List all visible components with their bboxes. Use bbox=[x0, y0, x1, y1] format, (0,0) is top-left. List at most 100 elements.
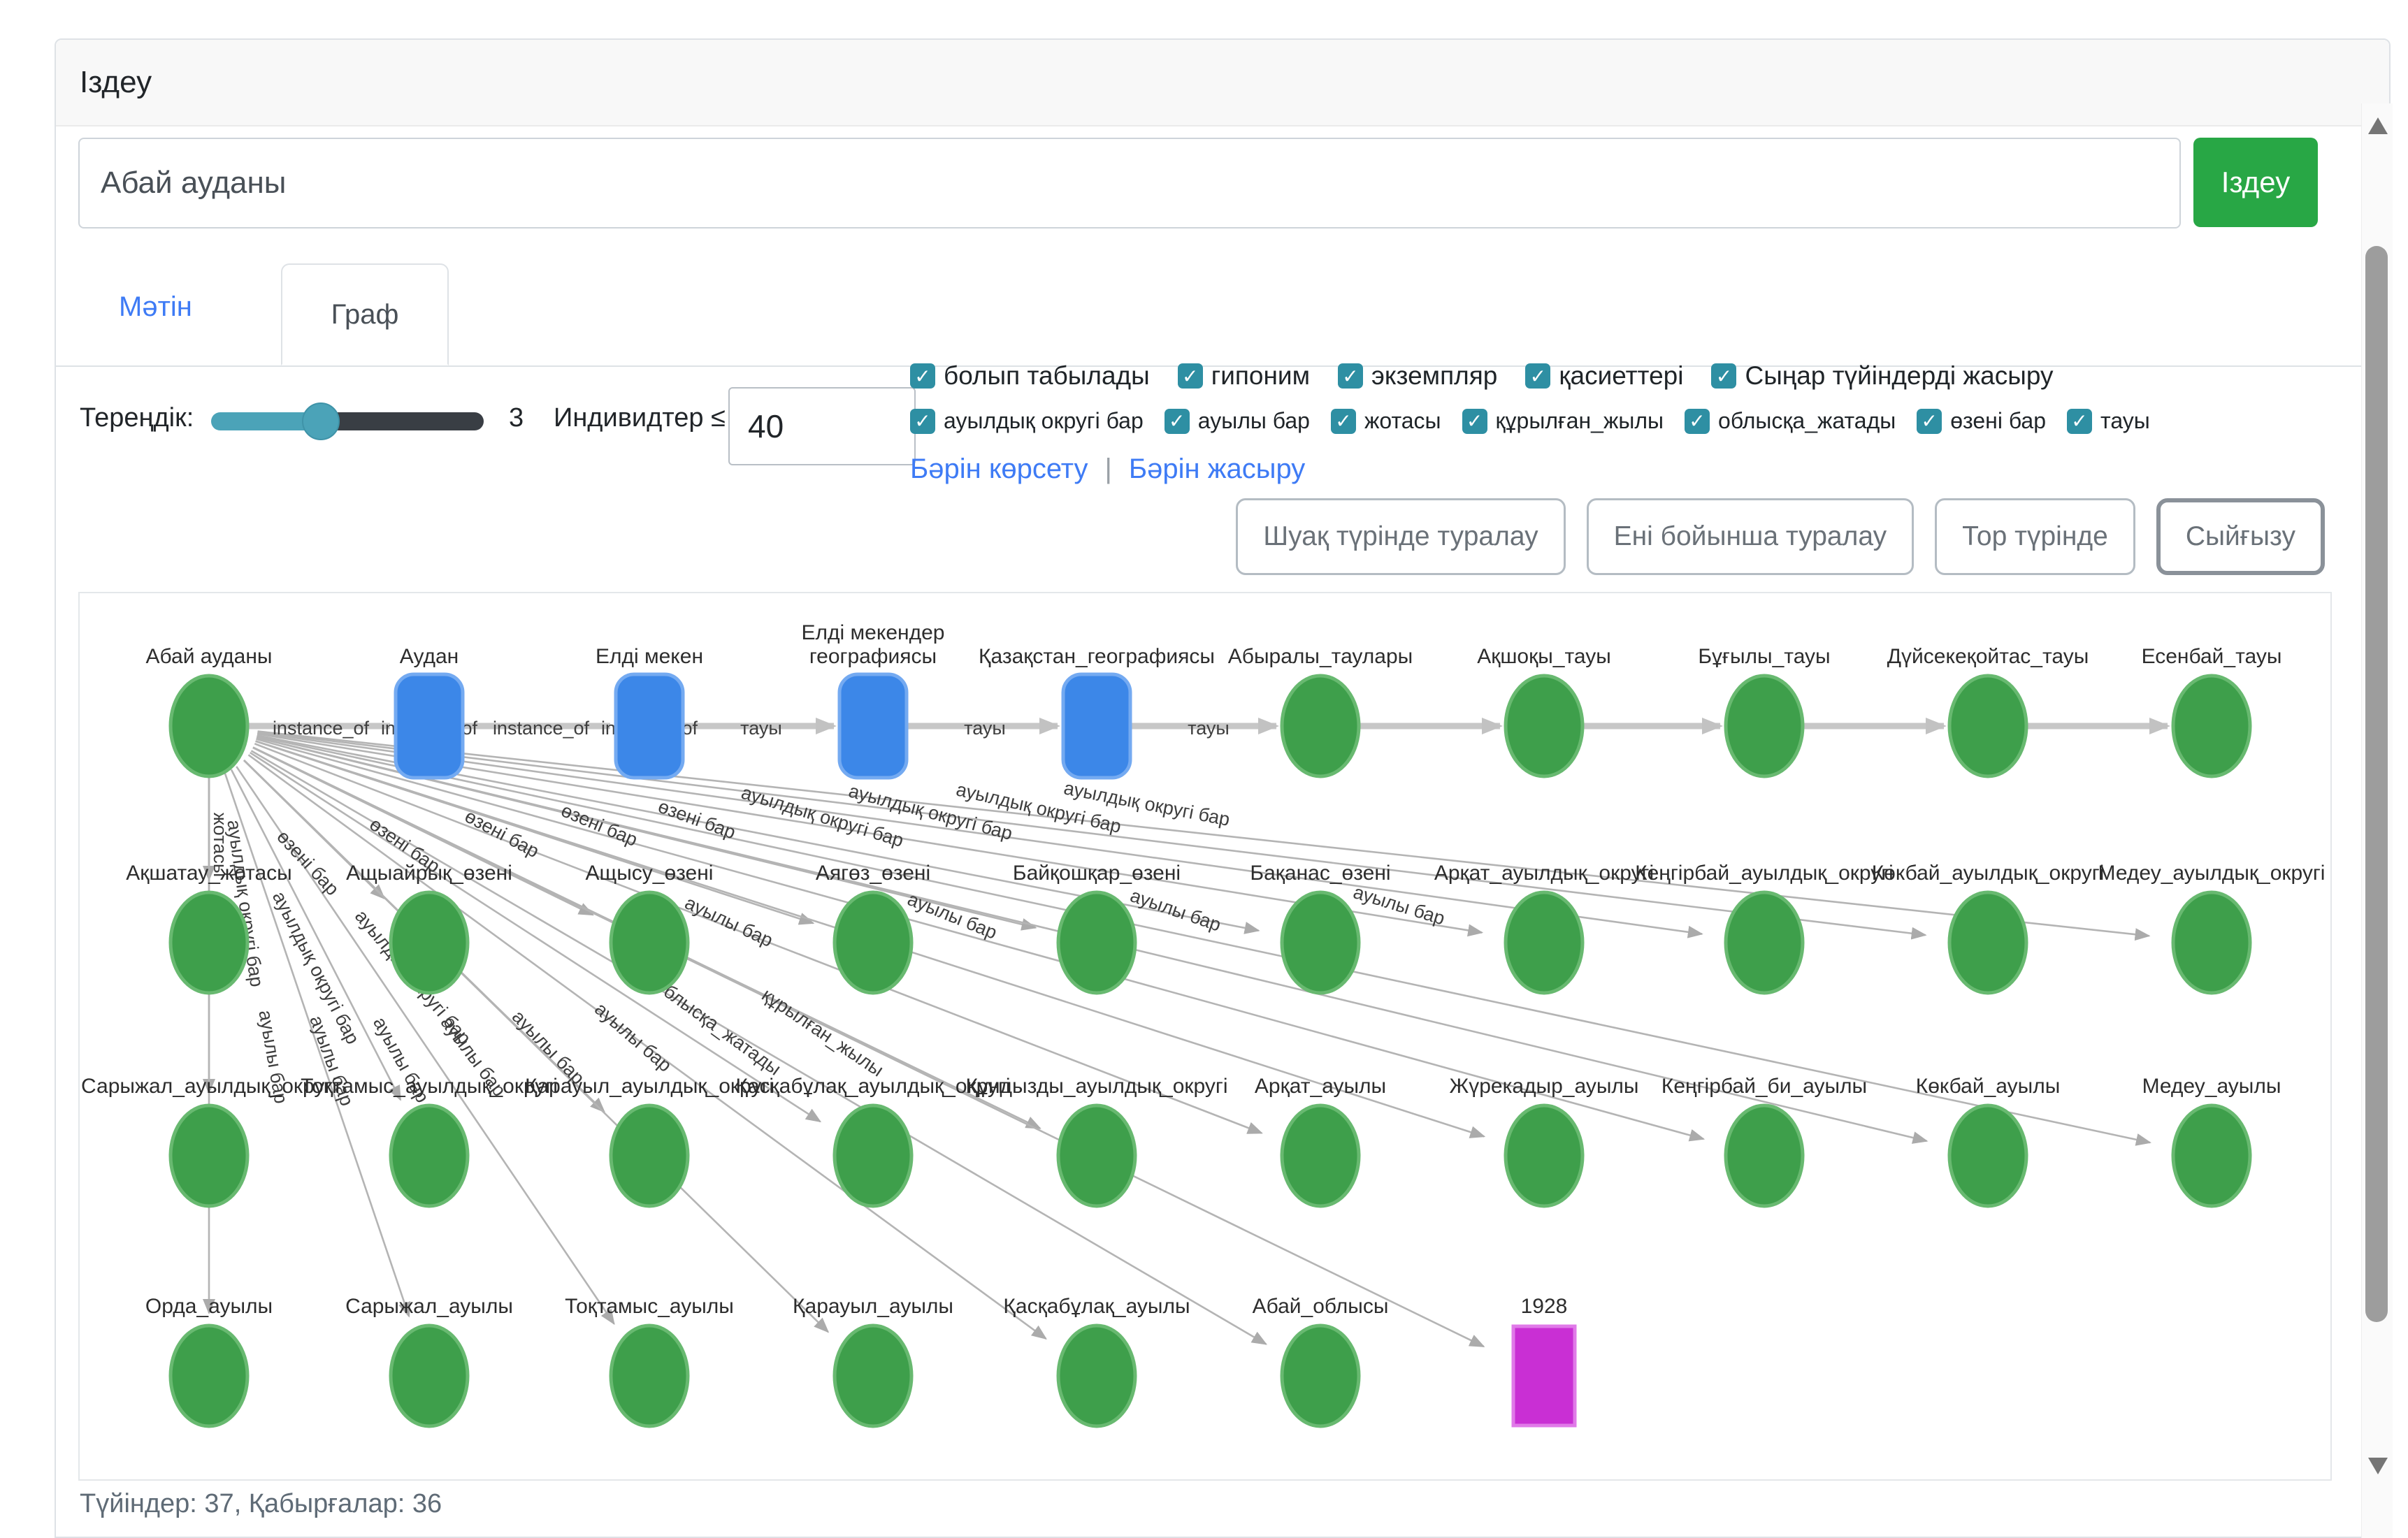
graph-node[interactable]: Қарауыл_ауылы bbox=[793, 1295, 953, 1428]
scrollbar-thumb[interactable] bbox=[2365, 246, 2388, 1322]
checkbox-checked-icon[interactable]: ✓ bbox=[1685, 408, 1710, 434]
graph-node[interactable]: Есенбай_тауы bbox=[2142, 645, 2282, 778]
edge-label: instance_of bbox=[493, 718, 590, 739]
search-button[interactable]: Іздеу bbox=[2193, 138, 2318, 227]
filter-checkbox[interactable]: ✓ гипоним bbox=[1177, 361, 1311, 391]
graph-node[interactable]: Бұғылы_тауы bbox=[1698, 645, 1831, 778]
scrollbar-up-arrow[interactable] bbox=[2368, 117, 2388, 134]
node-label: Ақшоқы_тауы bbox=[1477, 645, 1611, 668]
filter-checkbox[interactable]: ✓ құрылған_жылы bbox=[1462, 408, 1664, 434]
filter-checkbox[interactable]: ✓ жотасы bbox=[1330, 408, 1441, 434]
graph-node[interactable]: Кеңгірбай_ауылдық_округі bbox=[1635, 862, 1894, 995]
layout-button[interactable]: Сыйғызу bbox=[2156, 498, 2325, 575]
edge-label: ауылы бар bbox=[682, 892, 776, 951]
graph-node[interactable]: Арқат_ауылдық_округі bbox=[1434, 862, 1654, 995]
layout-button[interactable]: Ені бойынша туралау bbox=[1586, 498, 1915, 575]
node-label: Сарыжал_ауылы bbox=[345, 1295, 513, 1318]
graph-node[interactable]: Ащыайрық_өзені bbox=[346, 862, 512, 995]
filter-checkbox[interactable]: ✓тауы bbox=[2067, 408, 2150, 434]
graph-node[interactable]: Орда_ауылы bbox=[145, 1295, 273, 1428]
node-label: Абыралы_таулары bbox=[1228, 645, 1413, 668]
checkbox-checked-icon[interactable]: ✓ bbox=[1177, 363, 1203, 389]
node-label: Қасқабұлақ_ауылдық_округі bbox=[735, 1075, 1010, 1098]
filter-checkbox[interactable]: ✓ауылы бар bbox=[1164, 408, 1310, 434]
filter-checkbox-label: қасиеттері bbox=[1559, 361, 1684, 390]
hide-all-link[interactable]: Бәрін жасыру bbox=[1128, 454, 1306, 484]
graph-node[interactable]: Медеу_ауылы bbox=[2142, 1075, 2281, 1208]
graph-node[interactable]: Ақшатау_жотасы bbox=[126, 862, 292, 995]
filter-checkbox[interactable]: ✓экземпляр bbox=[1338, 361, 1497, 391]
graph-node[interactable]: Тоқтамыс_ауылдық_округі bbox=[301, 1075, 558, 1208]
filter-checkbox[interactable]: ✓өзені бар bbox=[1917, 408, 2046, 434]
graph-node[interactable]: Бақанас_өзені bbox=[1250, 862, 1391, 995]
filter-checkbox[interactable]: ✓ауылдық округі бар bbox=[910, 408, 1144, 434]
graph-node[interactable]: Медеу_ауылдық_округі bbox=[2098, 862, 2326, 995]
filter-checkbox-label: облысқа_жатады bbox=[1718, 408, 1896, 433]
checkbox-checked-icon[interactable]: ✓ bbox=[1917, 408, 1942, 434]
filter-checkbox-label: гипоним bbox=[1211, 361, 1311, 390]
checkbox-checked-icon[interactable]: ✓ bbox=[1338, 363, 1364, 389]
graph-node[interactable]: Қасқабұлақ_ауылдық_округі bbox=[735, 1075, 1011, 1208]
filter-checkbox-label: Сыңар түйіндерді жасыру bbox=[1745, 361, 2054, 390]
checkbox-checked-icon[interactable]: ✓ bbox=[2067, 408, 2093, 434]
graph-node[interactable]: Құндызды_ауылдық_округі bbox=[965, 1075, 1228, 1208]
graph-node[interactable]: Аудан bbox=[394, 645, 465, 780]
checkbox-checked-icon[interactable]: ✓ bbox=[1711, 363, 1737, 389]
graph-node[interactable]: Абай_облысы bbox=[1253, 1295, 1389, 1428]
graph-node[interactable]: Аягөз_өзені bbox=[816, 862, 930, 995]
checkbox-checked-icon[interactable]: ✓ bbox=[1330, 408, 1356, 434]
filter-checkbox[interactable]: ✓ Сыңар түйіндерді жасыру bbox=[1711, 361, 2054, 391]
node-label: Аягөз_өзені bbox=[816, 862, 930, 885]
page-title: Іздеу bbox=[80, 65, 152, 99]
graph-node[interactable]: Тоқтамыс_ауылы bbox=[565, 1295, 734, 1428]
depth-slider-thumb[interactable] bbox=[302, 402, 340, 440]
graph-node[interactable]: Абыралы_таулары bbox=[1228, 645, 1413, 778]
graph-node[interactable]: Арқат_ауылы bbox=[1255, 1075, 1386, 1208]
checkbox-checked-icon[interactable]: ✓ bbox=[1525, 363, 1551, 389]
filter-checkbox[interactable]: ✓ облысқа_жатады bbox=[1685, 408, 1896, 434]
graph-node[interactable]: Байқошқар_өзені bbox=[1013, 862, 1181, 995]
filter-checkbox-label: құрылған_жылы bbox=[1495, 408, 1664, 433]
checkbox-checked-icon[interactable]: ✓ bbox=[1164, 408, 1190, 434]
graph-node[interactable]: Сарыжал_ауылдық_округі bbox=[81, 1075, 337, 1208]
show-all-link[interactable]: Бәрін көрсету bbox=[910, 454, 1088, 484]
filter-checkbox[interactable]: ✓ қасиеттері bbox=[1525, 361, 1683, 391]
node-label: Абай ауданы bbox=[146, 645, 273, 668]
node-label: Кеңгірбай_ауылдық_округі bbox=[1635, 862, 1894, 885]
depth-slider-track[interactable] bbox=[211, 412, 484, 430]
individuals-input[interactable] bbox=[728, 387, 916, 465]
graph-node[interactable]: Елді мекен bbox=[596, 645, 703, 780]
filter-checkbox[interactable]: ✓болып табылады bbox=[910, 361, 1150, 391]
graph-node[interactable]: Көкбай_ауылы bbox=[1916, 1075, 2061, 1208]
graph-node[interactable]: Көкбай_ауылдық_округі bbox=[1872, 862, 2105, 995]
graph-node[interactable]: Ақшоқы_тауы bbox=[1477, 645, 1611, 778]
layout-button[interactable]: Шуақ түрінде туралау bbox=[1236, 498, 1566, 575]
node-label: Көкбай_ауылдық_округі bbox=[1872, 862, 2105, 885]
tab-graph[interactable]: Граф bbox=[281, 263, 449, 365]
graph-node[interactable]: Жүрекадыр_ауылы bbox=[1450, 1075, 1639, 1208]
layout-button[interactable]: Тор түрінде bbox=[1935, 498, 2135, 575]
graph-node[interactable]: Абай ауданы bbox=[146, 645, 273, 778]
scrollbar-down-arrow[interactable] bbox=[2368, 1458, 2388, 1474]
graph-node[interactable]: Қасқабұлақ_ауылы bbox=[1003, 1295, 1190, 1428]
search-input[interactable] bbox=[78, 138, 2181, 228]
graph-canvas[interactable]: instance_ofinstance_ofinstance_ofinstanc… bbox=[80, 593, 2330, 1479]
checkbox-checked-icon[interactable]: ✓ bbox=[910, 363, 935, 389]
graph-node[interactable]: Дүйсекеқойтас_тауы bbox=[1887, 645, 2089, 778]
graph-node[interactable]: Сарыжал_ауылы bbox=[345, 1295, 513, 1428]
node-label: Медеу_ауылы bbox=[2142, 1075, 2281, 1098]
node-label: Ащысу_өзені bbox=[586, 862, 714, 885]
node-label: Қазақстан_географиясы bbox=[979, 645, 1215, 668]
filter-checkbox-label: жотасы bbox=[1364, 408, 1441, 433]
checkbox-checked-icon[interactable]: ✓ bbox=[1462, 408, 1487, 434]
checkbox-checked-icon[interactable]: ✓ bbox=[910, 408, 935, 434]
graph-node[interactable]: Қазақстан_географиясы bbox=[979, 645, 1215, 780]
node-label: Медеу_ауылдық_округі bbox=[2098, 862, 2326, 885]
graph-node[interactable]: Кеңгірбай_би_ауылы bbox=[1661, 1075, 1867, 1208]
node-label: Тоқтамыс_ауылы bbox=[565, 1295, 734, 1318]
graph-node[interactable]: Қарауыл_ауылдық_округі bbox=[525, 1075, 774, 1208]
graph-node[interactable]: Ащысу_өзені bbox=[586, 862, 714, 995]
graph-node[interactable]: 1928 bbox=[1511, 1295, 1577, 1428]
tab-text[interactable]: Мәтін bbox=[119, 291, 192, 322]
